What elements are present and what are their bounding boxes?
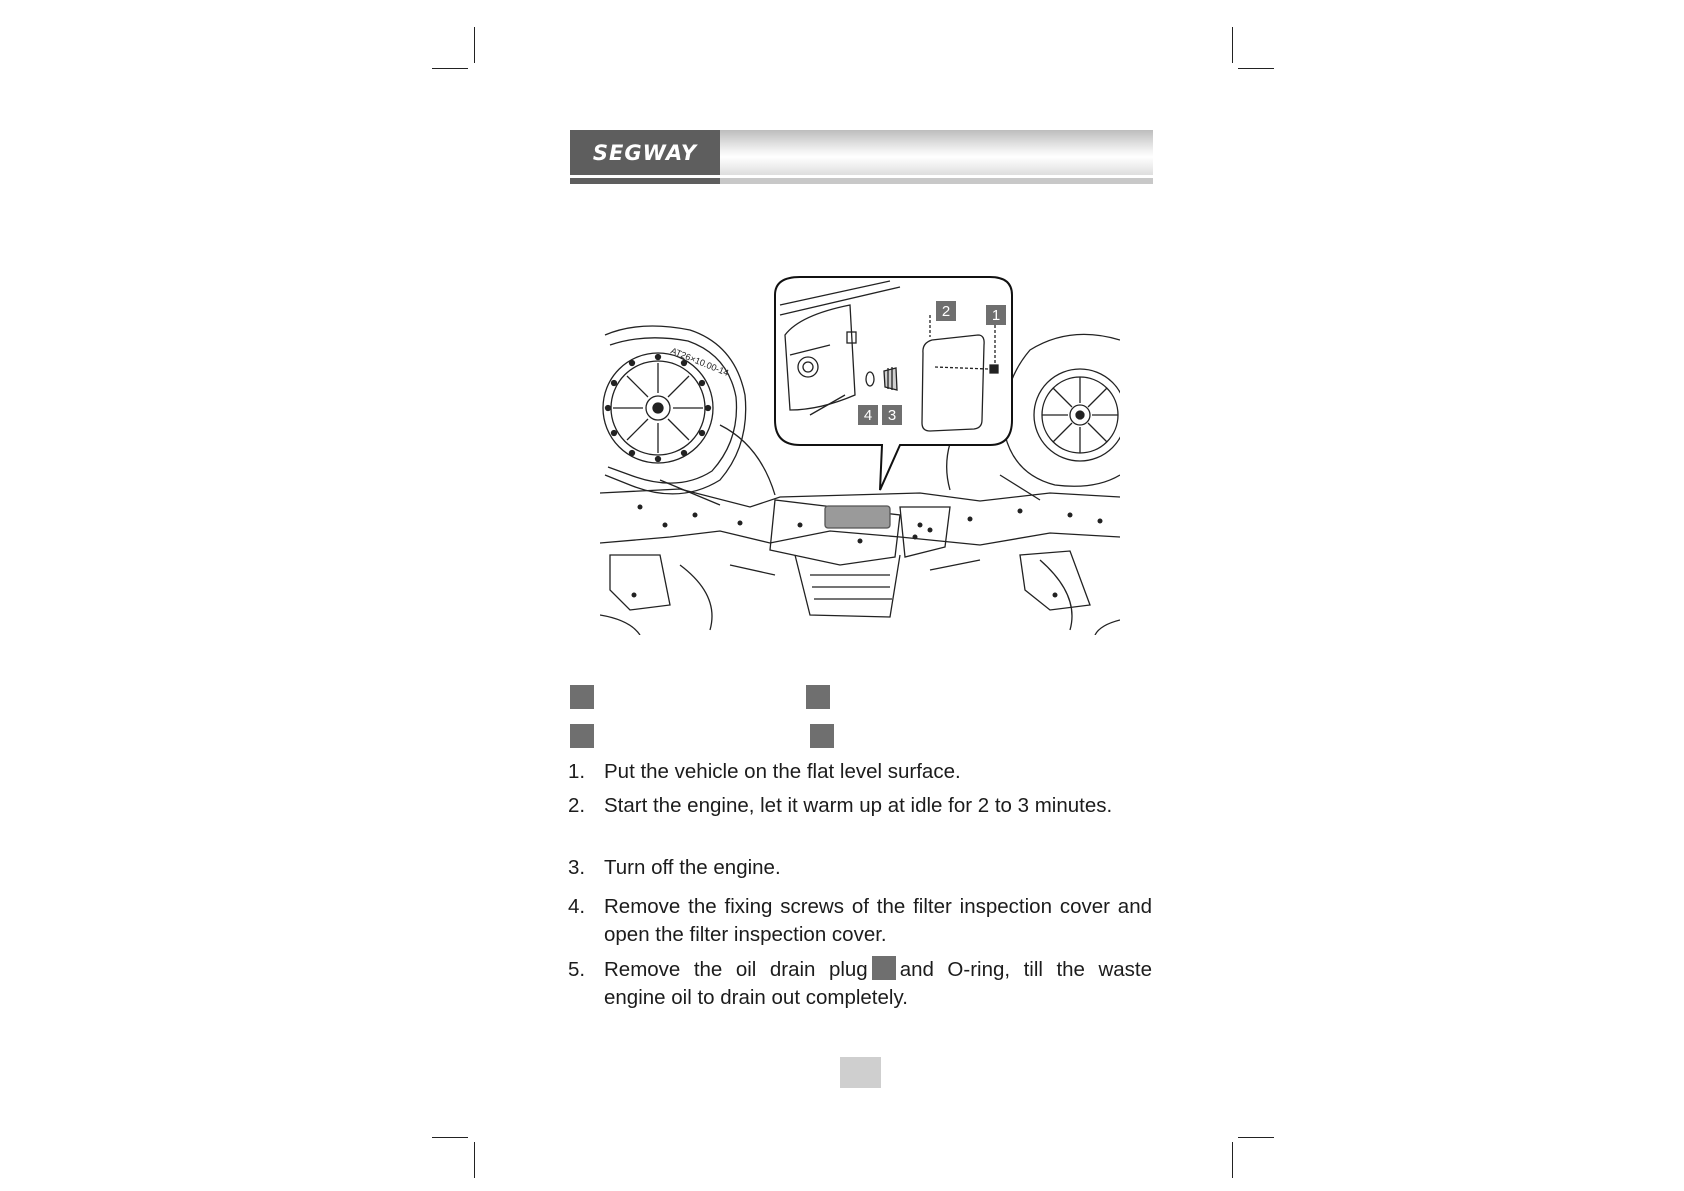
step-text: Remove the fixing screws of the filter i…: [604, 895, 1152, 946]
callout-tags: 1 2 3 4: [858, 301, 1006, 425]
crop-mark: [1238, 1137, 1274, 1138]
step-number: 4.: [568, 895, 586, 918]
filter-inspection-cover-location: [824, 505, 891, 529]
page-number-box: [840, 1057, 881, 1088]
page-header: SEGWAY: [570, 130, 1153, 184]
underside-diagram: AT26×10.00-14: [600, 275, 1120, 635]
legend-swatch-3: [570, 724, 594, 748]
crop-mark: [1238, 68, 1274, 69]
underside-drawing: AT26×10.00-14: [600, 276, 1120, 635]
callout-4-label: 4: [864, 407, 872, 424]
step-number: 3.: [568, 856, 586, 879]
legend-swatch-2: [806, 685, 830, 709]
chassis-skid-plate: [600, 419, 1120, 635]
crop-mark: [432, 1137, 468, 1138]
callout-1-label: 1: [992, 307, 1000, 324]
callout-2-tag: [936, 301, 956, 321]
legend-swatch-1: [570, 685, 594, 709]
fixing-screw: [989, 364, 999, 374]
header-gradient-band: [720, 130, 1153, 175]
header-rule-dark: [570, 178, 720, 184]
step-text-after: and O-ring, till the waste engine oil to…: [604, 958, 1153, 1009]
callout-2-label: 2: [942, 303, 950, 320]
step-text-before: Remove the oil drain plug: [604, 958, 868, 981]
callout-3-label: 3: [888, 407, 896, 424]
crop-mark: [1232, 27, 1233, 63]
detail-inset: [774, 276, 1013, 491]
filter-inspection-cover: [921, 334, 985, 432]
step-text: Put the vehicle on the flat level surfac…: [604, 760, 961, 783]
oil-drain-plug: [883, 367, 898, 391]
crop-mark: [474, 1142, 475, 1178]
brand-logo: SEGWAY: [570, 130, 720, 175]
legend-swatch-4: [810, 724, 834, 748]
crop-mark: [474, 27, 475, 63]
crop-mark: [1232, 1142, 1233, 1178]
callout-4-tag: [858, 405, 878, 425]
crop-mark: [432, 68, 468, 69]
step-number: 5.: [568, 958, 586, 981]
right-wheel: [1003, 333, 1120, 487]
header-rule-light: [720, 178, 1153, 184]
callout-1-tag: [986, 305, 1006, 325]
step-number: 2.: [568, 794, 586, 817]
step-number: 1.: [568, 760, 586, 783]
inline-callout-tag: [871, 956, 896, 980]
step-text: Start the engine, let it warm up at idle…: [604, 794, 1113, 817]
callout-3-tag: [882, 405, 902, 425]
left-wheel: AT26×10.00-14: [602, 325, 747, 495]
o-ring: [865, 371, 875, 387]
step-text: Turn off the engine.: [604, 856, 781, 879]
brand-logo-text: SEGWAY: [592, 140, 698, 165]
